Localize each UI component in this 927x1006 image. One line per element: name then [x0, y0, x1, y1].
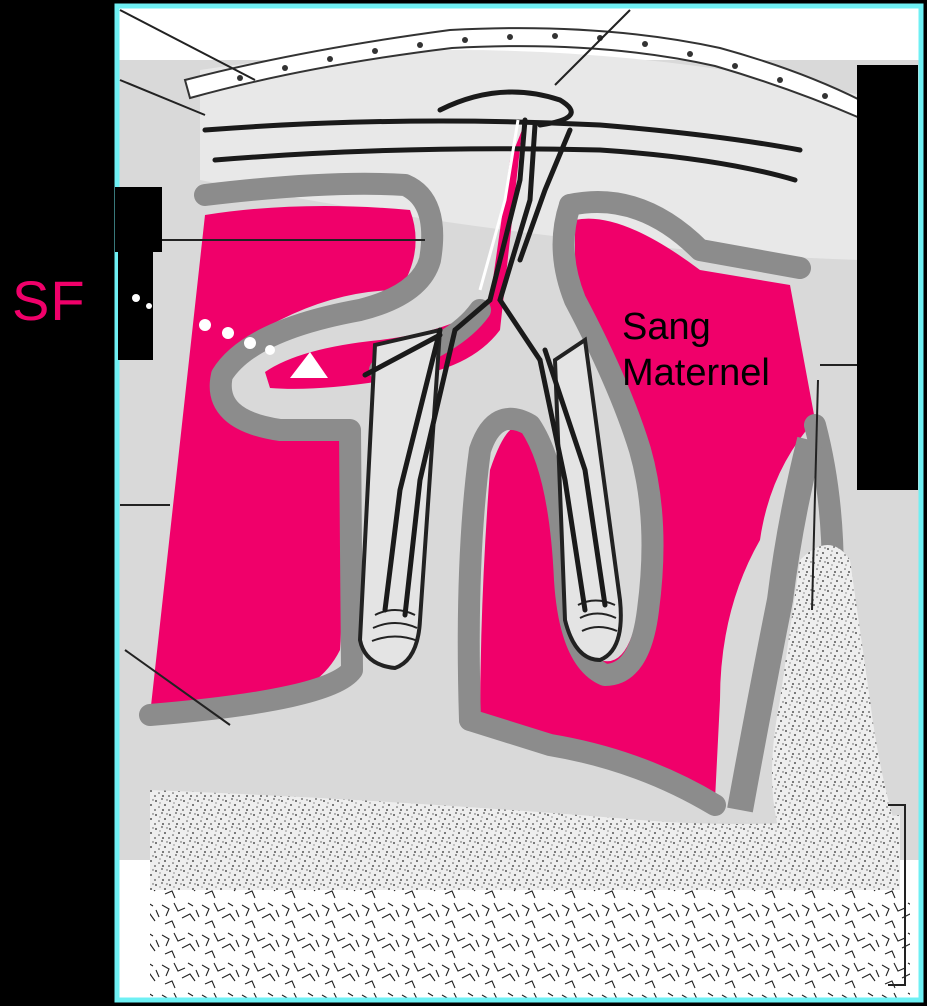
occluder-right	[857, 65, 918, 490]
sf-label: SF	[12, 268, 86, 333]
occluder-left-top	[115, 187, 162, 252]
myometrium-cracks	[150, 890, 910, 1000]
maternal-blood-label-line1: Sang	[622, 304, 770, 350]
maternal-blood-label-line2: Maternel	[622, 350, 770, 396]
maternal-blood-label: Sang Maternel	[622, 304, 770, 396]
